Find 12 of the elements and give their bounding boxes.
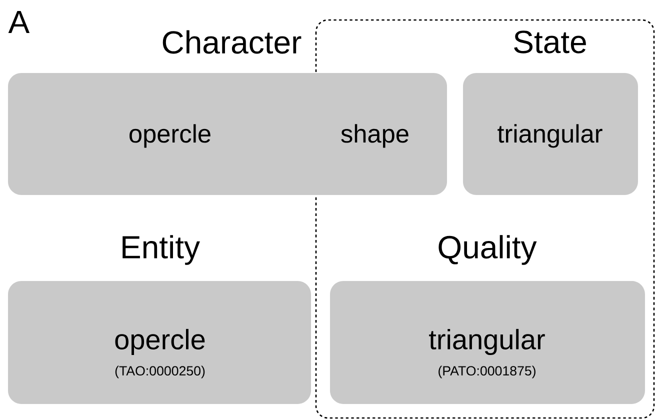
dashed-frame xyxy=(315,19,655,419)
heading: State xyxy=(514,30,586,54)
rounded-box: opercle shape xyxy=(8,73,447,195)
node-label: shape xyxy=(341,124,408,148)
rounded-box: triangular xyxy=(463,73,638,195)
node-label: opercle xyxy=(130,124,210,148)
heading: Quality xyxy=(438,235,537,265)
rounded-box: triangular (PATO:0001875) xyxy=(330,280,645,404)
heading: Entity xyxy=(122,235,200,265)
panel-letter: A xyxy=(8,10,30,33)
heading: Character xyxy=(162,30,302,54)
rounded-box: opercle (TAO:0000250) xyxy=(8,280,311,404)
